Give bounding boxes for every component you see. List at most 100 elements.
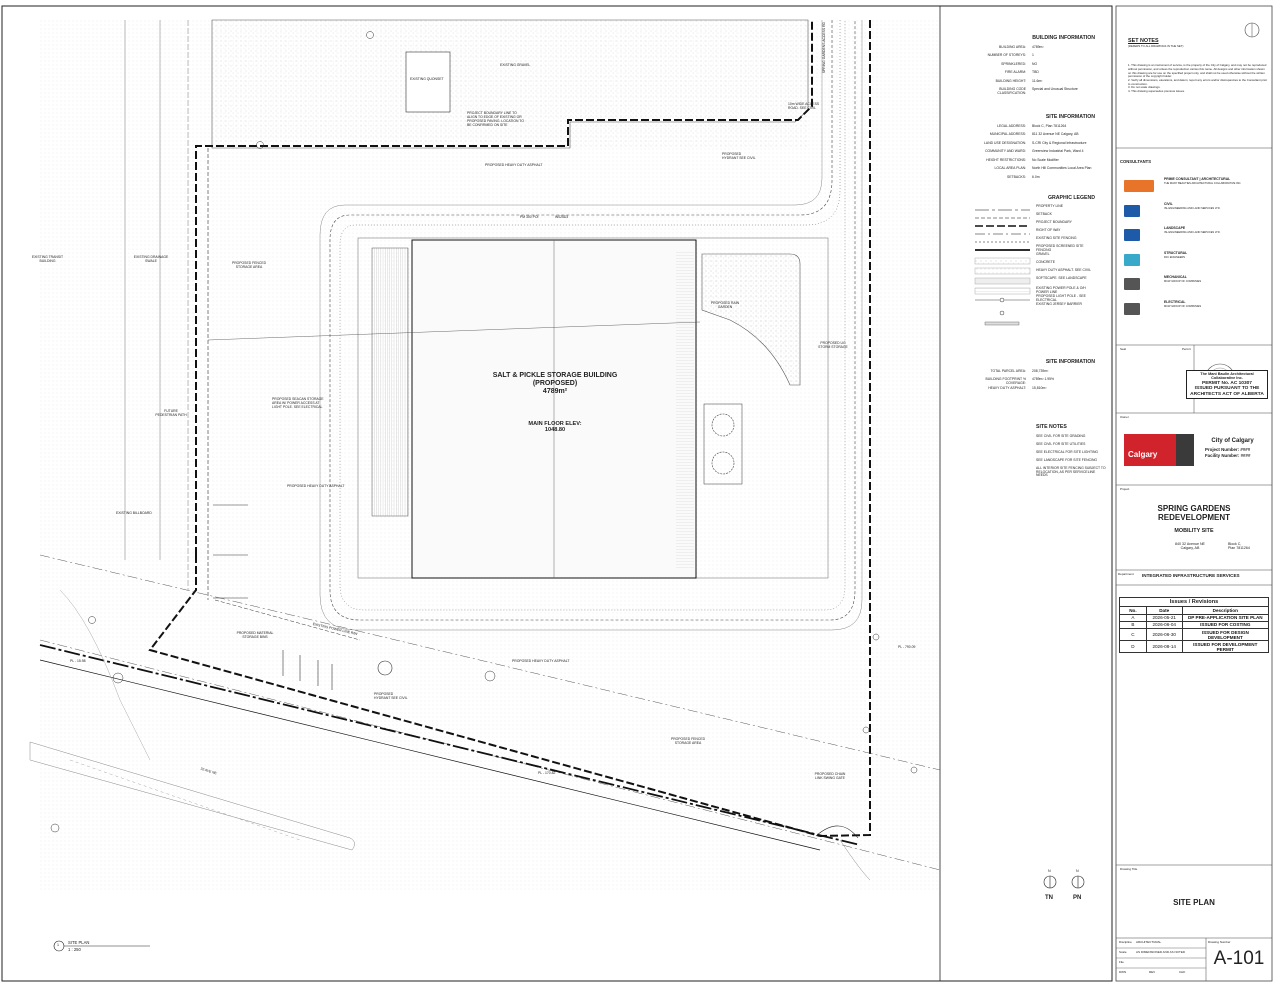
calgary-logo-text: Calgary [1128,450,1158,459]
site-info-2-panel: SITE INFORMATION TOTAL PARCEL AREA:208,7… [970,359,1095,395]
building-info-row: BUILDING CODE CLASSIFICATION:Special and… [970,88,1095,97]
callout-title: SITE PLAN [68,940,90,945]
building-info-value: 1 [1032,53,1034,58]
building-info-label: FIRE ALARM: [1004,70,1026,75]
project-label: Project [1120,487,1130,491]
department-label: Department [1118,572,1134,576]
label-future-path: FUTURE PEDESTRIAN PATH [155,409,187,417]
site-info-2-label: HEAVY DUTY ASPHALT: [988,385,1026,390]
legend-item: PROPERTY LINE [1036,203,1064,208]
site-info-title: SITE INFORMATION [1045,114,1095,120]
site-info-row: COMMUNITY AND WARD: Greenview Industrial … [970,150,1095,159]
project-subtitle: MOBILITY SITE [1174,528,1214,534]
site-note: SEE CIVIL FOR SITE GRADING [1036,433,1086,438]
issues-cell: 2026-06-30 [1145,627,1183,642]
label-fenced-1: PROPOSED FENCED STORAGE AREA [231,261,267,269]
site-info-value: Greenview Industrial Park, Ward 4 [1032,149,1084,154]
legend-item: PROPOSED LIGHT POLE - SEE ELECTRICAL [1036,293,1086,302]
building-title: SALT & PICKLE STORAGE BUILDING (PROPOSED… [492,372,618,396]
label-boundary-note: PROJECT BOUNDARY LINE TO ALIGN TO EDGE O… [467,111,524,127]
legend-item: SETBACK [1036,211,1052,216]
set-note: 4. This drawing supersedes previous issu… [1128,88,1185,93]
consultant-role: ELECTRICAL [1164,299,1186,304]
mcw-logo [1124,302,1140,315]
site-info-2-row: TOTAL PARCEL AREA:208,739m² [970,369,1095,379]
legend-item: CONCRETE [1036,259,1056,264]
label-chain-gate: PROPOSED CHAIN LINK SWING GATE [814,772,846,780]
building-info-row: NUMBER OF STOREYS:1 [970,54,1095,63]
consultant-name: MCW GROUP OF COMPANIES [1164,280,1202,283]
site-info-value: North Hill Communities Local Area Plan [1032,166,1092,171]
dwn-label: DWN [1119,970,1127,974]
site-notes-title: SITE NOTES [1036,424,1067,430]
north-n-2: N [1076,869,1079,873]
legend-item: PROJECT BOUNDARY [1036,219,1072,224]
rain-garden [701,253,801,386]
consultant-name: ISL ENGINEERING AND LAND SERVICES LTD. [1164,231,1221,234]
callout-scale: 1 : 250 [68,947,81,952]
site-info-value: Block C, Plan 7811264 [1032,123,1067,128]
label-fenced-2: PROPOSED FENCED STORAGE AREA [670,737,706,745]
label-sea-can: PROPOSED SEACAN STORAGE AREA W/ POWER AC… [272,397,324,409]
site-info-row: LAND USE DESIGNATION:S-CRI City & Region… [970,141,1095,151]
label-existing-transit: EXISTING TRANSIT BUILDING [31,255,64,263]
building-info-value: NO [1032,61,1038,66]
label-new-access-road: 10m WIDE ACCESS ROAD. SEE CIVIL [788,102,820,110]
building-info-value: Special and Unusual Structure [1032,87,1078,92]
rev-label: REV [1149,970,1156,974]
set-note: 2. Verify all dimensions, elevations, an… [1128,77,1268,86]
plan-north-label: PN [1073,895,1082,901]
chk-label: CHK [1179,970,1186,974]
building-info-panel: BUILDING INFORMATION BUILDING AREA:4789m… [970,35,1095,97]
file-label: File [1119,960,1124,964]
consultants-title: CONSULTANTS [1120,159,1152,164]
set-note: 3. Do not scale drawings. [1128,85,1161,90]
site-info-value: 6.0m [1032,174,1040,179]
site-info-value: No Scale Modifier [1032,157,1059,162]
issues-cell: ISSUED FOR DEVELOPMENT PERMIT [1181,640,1270,654]
label-existing-gravel: EXISTING GRAVEL [500,63,531,67]
site-info-2-title: SITE INFORMATION [1045,359,1095,365]
label-material-bins: PROPOSED MATERIAL STORAGE BINS [236,631,274,639]
issues-cell: 2026-05-21 [1145,613,1183,622]
facility-number: Facility Number: #### [1205,453,1251,458]
permit-line: The Mani Baulin Architectural Collaborat… [1200,372,1254,381]
project-boundary [195,20,813,555]
building-info-value: 4789m² [1032,44,1044,49]
issues-cell: ISSUED FOR DESIGN DEVELOPMENT [1181,627,1270,642]
site-info-row: SETBACKS:6.0m [970,174,1095,185]
building-info-row: BUILDING AREA:4789m² [970,44,1095,55]
label-existing-quonset: EXISTING QUONSET [410,77,444,81]
discipline-label: Discipline [1119,940,1132,944]
legend-item: EXISTING SITE FENCING [1036,235,1077,240]
set-notes: SET NOTES (REFERS TO ALL DRAWINGS IN THE… [1128,38,1268,93]
drawing-title: SITE PLAN [1173,898,1215,907]
issues-header: No. [1119,606,1147,615]
building-info-label: SPRINKLERED: [1001,61,1026,66]
issues-cell: A [1119,613,1147,622]
set-notes-title: SET NOTES [1128,38,1159,44]
consultant-role: LANDSCAPE [1164,226,1186,230]
building-info-value: 11.6m² [1032,78,1043,83]
consultant-name: ISL ENGINEERING AND LAND SERVICES LTD. [1164,206,1221,210]
site-note: SEE ELECTRICAL FOR SITE LIGHTING [1036,449,1099,454]
building-info-label: BUILDING HEIGHT: [995,78,1026,83]
true-north-label: TN [1045,895,1053,901]
label-pl-2: PL - 170.82 [538,771,556,775]
label-pl-1: PL - 15.98 [70,659,86,663]
compass-icon [1244,22,1260,38]
set-note: 1. This drawing is an instrument of serv… [1128,63,1267,79]
site-info-row: HEIGHT RESTRICTIONS:No Scale Modifier [970,157,1095,168]
site-info-label: COMMUNITY AND WARD: [985,149,1026,154]
legend-item: GRAVEL [1036,251,1050,256]
building-info-row: BUILDING HEIGHT: 11.6m² [970,78,1095,89]
site-note: SEE LANDSCAPE FOR SITE FENCING [1036,457,1098,462]
site-info-label: LEGAL ADDRESS: [997,123,1026,128]
building-info-row: SPRINKLERED: NO [970,61,1095,72]
